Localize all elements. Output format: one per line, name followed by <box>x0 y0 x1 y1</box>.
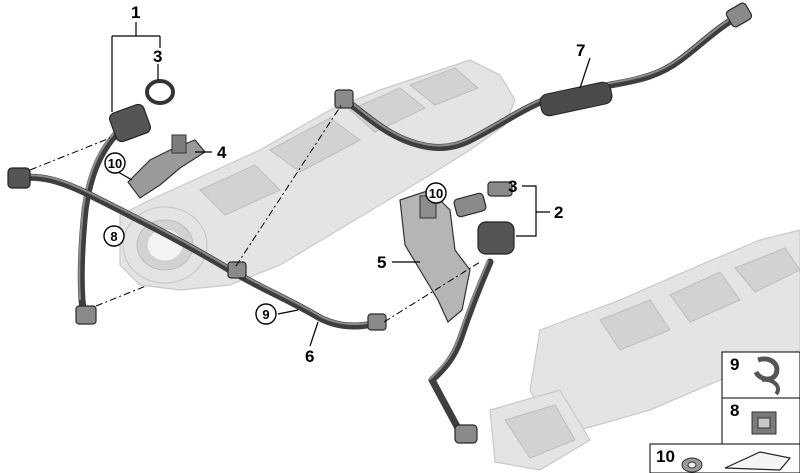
callout-6: 6 <box>305 347 314 366</box>
svg-text:8: 8 <box>110 229 117 244</box>
right-manifold-ghost <box>489 229 800 471</box>
svg-text:10: 10 <box>108 156 122 171</box>
callout-4: 4 <box>217 143 227 162</box>
vent-hose-lower <box>428 258 494 444</box>
assembly-lines <box>29 103 481 323</box>
legend-panel: 9 8 10 <box>649 351 800 473</box>
callout-8: 8 <box>103 225 125 247</box>
legend-label-8: 8 <box>730 401 739 420</box>
callout-5: 5 <box>377 253 386 272</box>
throttle-body-ghost <box>122 206 208 284</box>
legend-label-10: 10 <box>656 447 675 466</box>
vent-hose-7 <box>334 2 753 151</box>
callout-10-center: 10 <box>425 182 447 204</box>
bracket-4 <box>127 134 206 199</box>
reference-shape-icon <box>724 451 792 471</box>
callout-9: 9 <box>255 303 277 325</box>
nut-10-icon <box>681 457 703 473</box>
clamp-3 <box>145 79 175 105</box>
callouts: 1 3 4 7 3 2 5 6 10 8 10 9 <box>103 3 585 366</box>
intake-manifold-ghost <box>119 59 516 291</box>
callout-3-top: 3 <box>153 47 162 66</box>
callout-10-left: 10 <box>104 152 126 174</box>
svg-text:9: 9 <box>262 307 269 322</box>
callout-1: 1 <box>131 3 140 22</box>
vent-hose-6 <box>7 167 387 331</box>
vent-hose-1 <box>75 103 151 325</box>
valve-assembly-2 <box>453 181 515 255</box>
legend-label-9: 9 <box>730 355 739 374</box>
callout-3-right: 3 <box>508 177 517 196</box>
svg-text:10: 10 <box>429 186 443 201</box>
callout-7: 7 <box>576 41 585 60</box>
clip-8-icon <box>751 411 777 435</box>
callout-2: 2 <box>554 203 563 222</box>
clip-9-icon <box>753 356 781 396</box>
